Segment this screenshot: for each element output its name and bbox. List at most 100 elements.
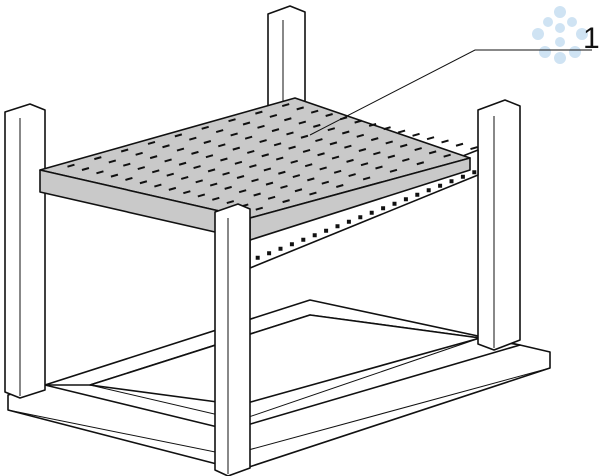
shelf-slot (230, 132, 238, 137)
rail-hole (449, 179, 454, 184)
shelf-slot (292, 174, 301, 179)
shelf-slot (284, 117, 292, 122)
rail-hole (346, 219, 351, 224)
shelf-slot (195, 179, 203, 184)
shelf-slot (319, 166, 327, 171)
shelf-slot (321, 180, 330, 185)
shelf-slot (443, 153, 451, 158)
shelf-slot (455, 142, 464, 147)
shelf-slot (397, 129, 406, 134)
shelf-slot (414, 147, 422, 152)
shelf-slot (315, 138, 323, 143)
brand-dots-logo (532, 6, 588, 64)
shelf-slot (67, 163, 75, 168)
shelf-slot (123, 162, 131, 167)
shelf-slot (304, 163, 313, 168)
shelf-slot (383, 126, 391, 131)
shelf-slot (327, 127, 336, 132)
shelf-slot (360, 162, 369, 167)
callout-leader-line (309, 49, 592, 136)
shelf-slot (251, 178, 259, 183)
shelf-slot (259, 139, 267, 143)
right-post (477, 99, 521, 351)
rail-hole (324, 228, 329, 233)
shelf-slot (298, 120, 307, 125)
shelf-slot (154, 183, 162, 188)
front-left-post (214, 203, 251, 476)
shelf-slot (212, 196, 220, 201)
shelf-slot (81, 167, 90, 171)
shelf-slot (282, 199, 290, 204)
shelf-slot (269, 113, 278, 118)
shelf-slot (139, 180, 148, 185)
shelf-slot (215, 129, 224, 134)
shelf-slot (373, 151, 381, 156)
rail-hole (255, 255, 260, 260)
rail-hole (415, 192, 420, 197)
shelf-slot (232, 146, 241, 151)
shelf-slot (428, 150, 437, 155)
shelf-slot (271, 128, 280, 133)
rail-hole (289, 242, 294, 247)
shelf-slot (234, 160, 243, 165)
shelf-slot (255, 206, 264, 211)
rail-hole (267, 251, 272, 256)
shelf-slot (310, 109, 319, 114)
shelf-slot (255, 110, 263, 115)
rail-hole (312, 233, 317, 238)
shelf-slot (402, 157, 410, 162)
shelf-slot (426, 136, 435, 141)
shelf-slot (166, 172, 175, 177)
shelf-slot (344, 144, 352, 149)
shelf-slot (399, 143, 408, 148)
shelf-slot (224, 185, 232, 190)
rail-hole (438, 183, 443, 188)
back-left-post (4, 103, 46, 399)
shelf-slot (244, 135, 253, 140)
shelf-slot (329, 141, 338, 146)
shelf-slot (108, 159, 117, 164)
shelf-slot (470, 146, 478, 151)
shelf-slot (416, 161, 425, 166)
shelf-slot (174, 133, 183, 138)
shelf-slot (135, 151, 143, 156)
shelf-slot (197, 193, 206, 198)
shelf-slot (205, 154, 214, 159)
rail-hole (381, 206, 386, 211)
shelf-slot (249, 164, 257, 169)
shelf-slot (275, 156, 284, 161)
shelf-slot (191, 150, 199, 155)
shelf-slot (317, 152, 325, 157)
shelf-slot (189, 136, 197, 141)
shelf-slot (368, 122, 377, 127)
shelf-slot (147, 140, 156, 145)
shelf-slot (302, 148, 311, 153)
shelf-slot (294, 188, 303, 193)
shelf-slot (207, 168, 216, 173)
rail-hole (358, 215, 363, 220)
shelf-slot (257, 124, 265, 129)
rail-hole (335, 224, 340, 229)
shelf-slot (358, 148, 367, 152)
shelf-slot (280, 184, 288, 189)
shelf-slot (288, 145, 296, 150)
shelf-slot (412, 132, 420, 137)
shelf-slot (265, 181, 274, 186)
shelf-slot (162, 144, 170, 149)
rail-hole (403, 197, 408, 202)
shelf-slot (307, 177, 315, 182)
shelf-slot (331, 155, 340, 160)
shelf-slot (325, 113, 333, 117)
shelf-slot (278, 170, 286, 175)
shelf-slot (281, 103, 290, 108)
shelf-slot (236, 175, 245, 179)
rail-hole (369, 210, 374, 215)
shelf-slot (290, 159, 298, 164)
rail-hole (460, 174, 465, 179)
shelf-slot (180, 176, 189, 180)
shelf-slot (222, 171, 230, 176)
callout-label: 1 (583, 22, 600, 55)
shelf-slot (94, 156, 102, 161)
shelf-slot (218, 143, 226, 148)
